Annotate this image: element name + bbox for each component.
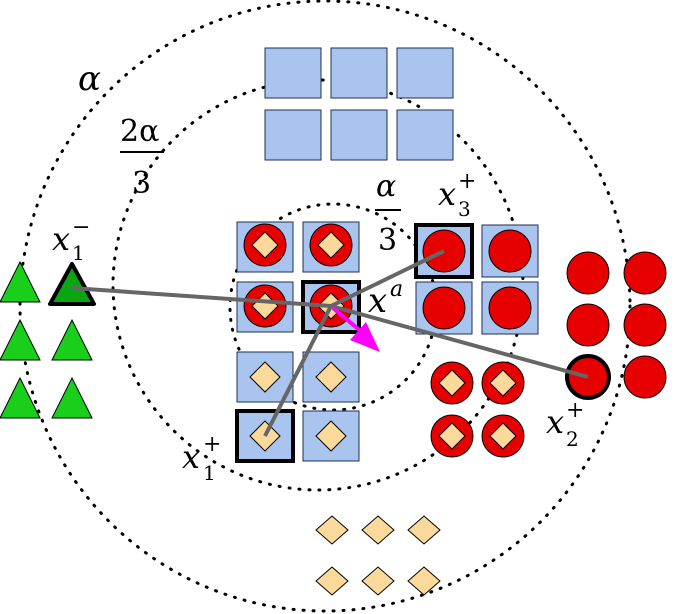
blue-square <box>264 47 322 99</box>
label-anchor: x a <box>368 277 403 321</box>
connection-lines <box>71 249 589 437</box>
gradient-arrow <box>331 306 380 352</box>
label-x1-minus: x − 1 <box>52 215 90 265</box>
negative-sample-1 <box>48 262 96 306</box>
yellow-diamond <box>407 515 441 545</box>
green-triangle-cluster <box>0 260 96 419</box>
circle-diamond-cluster <box>430 361 525 458</box>
red-circle <box>566 303 610 347</box>
circle-diamond <box>430 361 474 405</box>
label-alpha: α <box>78 59 101 99</box>
label-x2-plus-sup: + <box>566 398 584 423</box>
circle-diamond <box>430 414 474 458</box>
line-anchor-to-x1-plus <box>263 305 333 437</box>
square-diamond-cluster <box>235 351 360 463</box>
yellow-diamond <box>407 566 441 596</box>
square-circle <box>481 281 539 335</box>
green-triangle <box>0 318 41 361</box>
blue-square <box>330 109 388 161</box>
fraction-numerator: α <box>376 169 396 204</box>
label-alpha-over-three: α 3 <box>375 169 401 258</box>
line-anchor-to-negative <box>71 286 332 308</box>
line-anchor-to-x2-plus <box>330 304 589 379</box>
label-x1-plus: x + 1 <box>182 432 221 485</box>
blue-square <box>396 109 454 161</box>
label-x3-plus-base: x <box>438 175 456 213</box>
label-x1-minus-base: x <box>52 220 70 258</box>
circle-diamond <box>481 361 525 405</box>
green-triangle <box>51 376 93 419</box>
fraction-denominator: 3 <box>132 166 151 201</box>
diamond-cluster <box>315 515 441 596</box>
yellow-diamond <box>361 566 395 596</box>
label-x2-plus-base: x <box>546 403 564 441</box>
fraction-numerator: 2α <box>120 114 159 149</box>
square-circle-diamond <box>302 221 360 273</box>
label-x1-plus-sup: + <box>203 432 221 457</box>
label-anchor-sup: a <box>390 277 403 302</box>
label-two-alpha-over-three: 2α 3 <box>120 114 164 201</box>
square-circle <box>481 224 539 278</box>
label-x1-plus-sub: 1 <box>203 461 216 485</box>
label-x3-plus: x + 3 <box>438 169 476 221</box>
fraction-denominator: 3 <box>378 223 397 258</box>
green-triangle <box>0 260 41 303</box>
top-square-cluster <box>264 47 454 161</box>
square-diamond <box>302 410 360 462</box>
green-triangle <box>0 376 41 419</box>
red-circle <box>566 251 610 295</box>
label-x2-plus-sub: 2 <box>566 427 579 451</box>
red-circle <box>623 355 667 399</box>
square-circle-diamond <box>236 221 294 273</box>
square-circle <box>415 281 473 335</box>
square-diamond <box>236 351 294 403</box>
label-x3-plus-sub: 3 <box>458 197 471 221</box>
label-x1-minus-sup: − <box>72 215 90 240</box>
blue-square <box>264 109 322 161</box>
square-diamond <box>302 351 360 403</box>
red-circle <box>623 303 667 347</box>
outer-circle-alpha <box>18 0 632 613</box>
red-circle <box>623 251 667 295</box>
red-circle-cluster <box>565 251 667 400</box>
label-x1-minus-sub: 1 <box>72 241 85 265</box>
green-triangle <box>51 318 93 361</box>
yellow-diamond <box>315 515 349 545</box>
square-circle-diamond <box>236 281 294 333</box>
label-x2-plus: x + 2 <box>546 398 584 451</box>
label-x1-plus-base: x <box>182 438 200 476</box>
yellow-diamond <box>315 566 349 596</box>
label-x3-plus-sup: + <box>458 169 476 194</box>
blue-square <box>330 47 388 99</box>
circle-diamond <box>481 414 525 458</box>
line-anchor-to-x3-plus <box>330 249 445 308</box>
square-circle-cluster <box>414 223 539 335</box>
label-anchor-base: x <box>368 281 387 321</box>
blue-square <box>396 47 454 99</box>
yellow-diamond <box>361 515 395 545</box>
